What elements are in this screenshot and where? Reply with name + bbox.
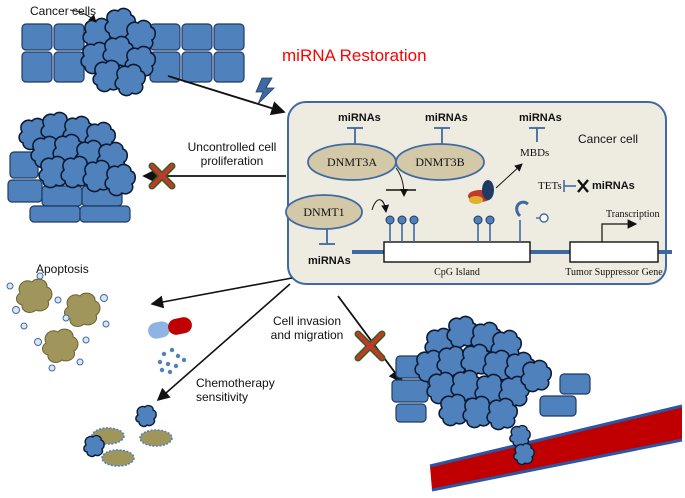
transcription-arrow [601,219,638,242]
dnmt3a-label: DNMT3A [327,155,377,169]
cancer-cells-pointer [69,9,97,23]
chemo-affected-cells [83,404,173,467]
dnmt3b-label: DNMT3B [415,155,465,169]
mirna-restoration-title: miRNA Restoration [282,46,427,65]
released-methyl-icon [536,213,549,223]
proliferation-blocked-cross-icon [148,162,176,190]
proliferating-tissue [7,111,137,223]
chemotherapy-arrow [156,283,291,402]
mbd-binding-arrow [495,163,523,189]
invasion-line1: Cell invasion [272,314,342,328]
invasion-blocked-cross-icon [354,330,386,362]
cancer-cells-label: Cancer cells [30,4,97,18]
mirna-inhibition-marks [319,127,545,245]
tets-blocked-cross-icon [577,179,589,193]
tet-demethylation-icon [515,200,529,218]
mbd-complex-icon [468,180,494,204]
chemo-line1: Chemotherapy [196,376,275,390]
chemo-line2: sensitivity [196,390,249,404]
mirnas-label-dnmt3b: miRNAs [425,112,468,124]
uncontrolled-line2: proliferation [200,154,264,168]
tumor-suppressor-gene-label: Tumor Suppressor Gene [565,267,663,278]
mirnas-label-dnmt3a: miRNAs [338,112,381,124]
apoptotic-cells [6,272,110,372]
transcription-label: Transcription [606,209,660,220]
cancer-cell-title: Cancer cell [578,132,639,146]
cpg-island-box [383,241,531,263]
invasion-migration-label: Cell invasion and migration [262,314,352,342]
uncontrolled-line1: Uncontrolled cell [187,140,277,154]
tets-label: TETs [538,180,562,192]
apoptosis-arrow [150,277,293,309]
apoptosis-label: Apoptosis [36,262,89,276]
invasion-arrow [337,295,404,384]
blood-vessel [429,404,683,492]
lightning-icon [255,77,275,105]
dnmt1-label: DNMT1 [303,205,345,219]
mirnas-label-dnmt1: miRNAs [308,255,351,267]
cpg-island-label: CpG Island [434,267,480,278]
tumor-suppressor-gene-box [569,241,659,263]
dnmt3a-methylation-arrow [395,167,408,197]
cancer-cell-cluster-top [80,7,157,97]
mirnas-label-tets: miRNAs [592,180,635,192]
dnmt1-enzyme [285,194,363,230]
dnmt1-maintenance-arrow [371,199,390,213]
chemotherapy-sensitivity-label: Chemotherapy sensitivity [196,376,275,404]
chemotherapy-capsule-icon [148,317,192,375]
dnmt3b-enzyme [395,143,485,181]
invasion-line2: and migration [270,328,344,342]
invading-tissue [391,315,591,466]
mirnas-label-mbds: miRNAs [519,112,562,124]
restoration-arrow [167,75,286,116]
mbds-label: MBDs [520,147,550,159]
uncontrolled-proliferation-label: Uncontrolled cell proliferation [178,140,286,168]
